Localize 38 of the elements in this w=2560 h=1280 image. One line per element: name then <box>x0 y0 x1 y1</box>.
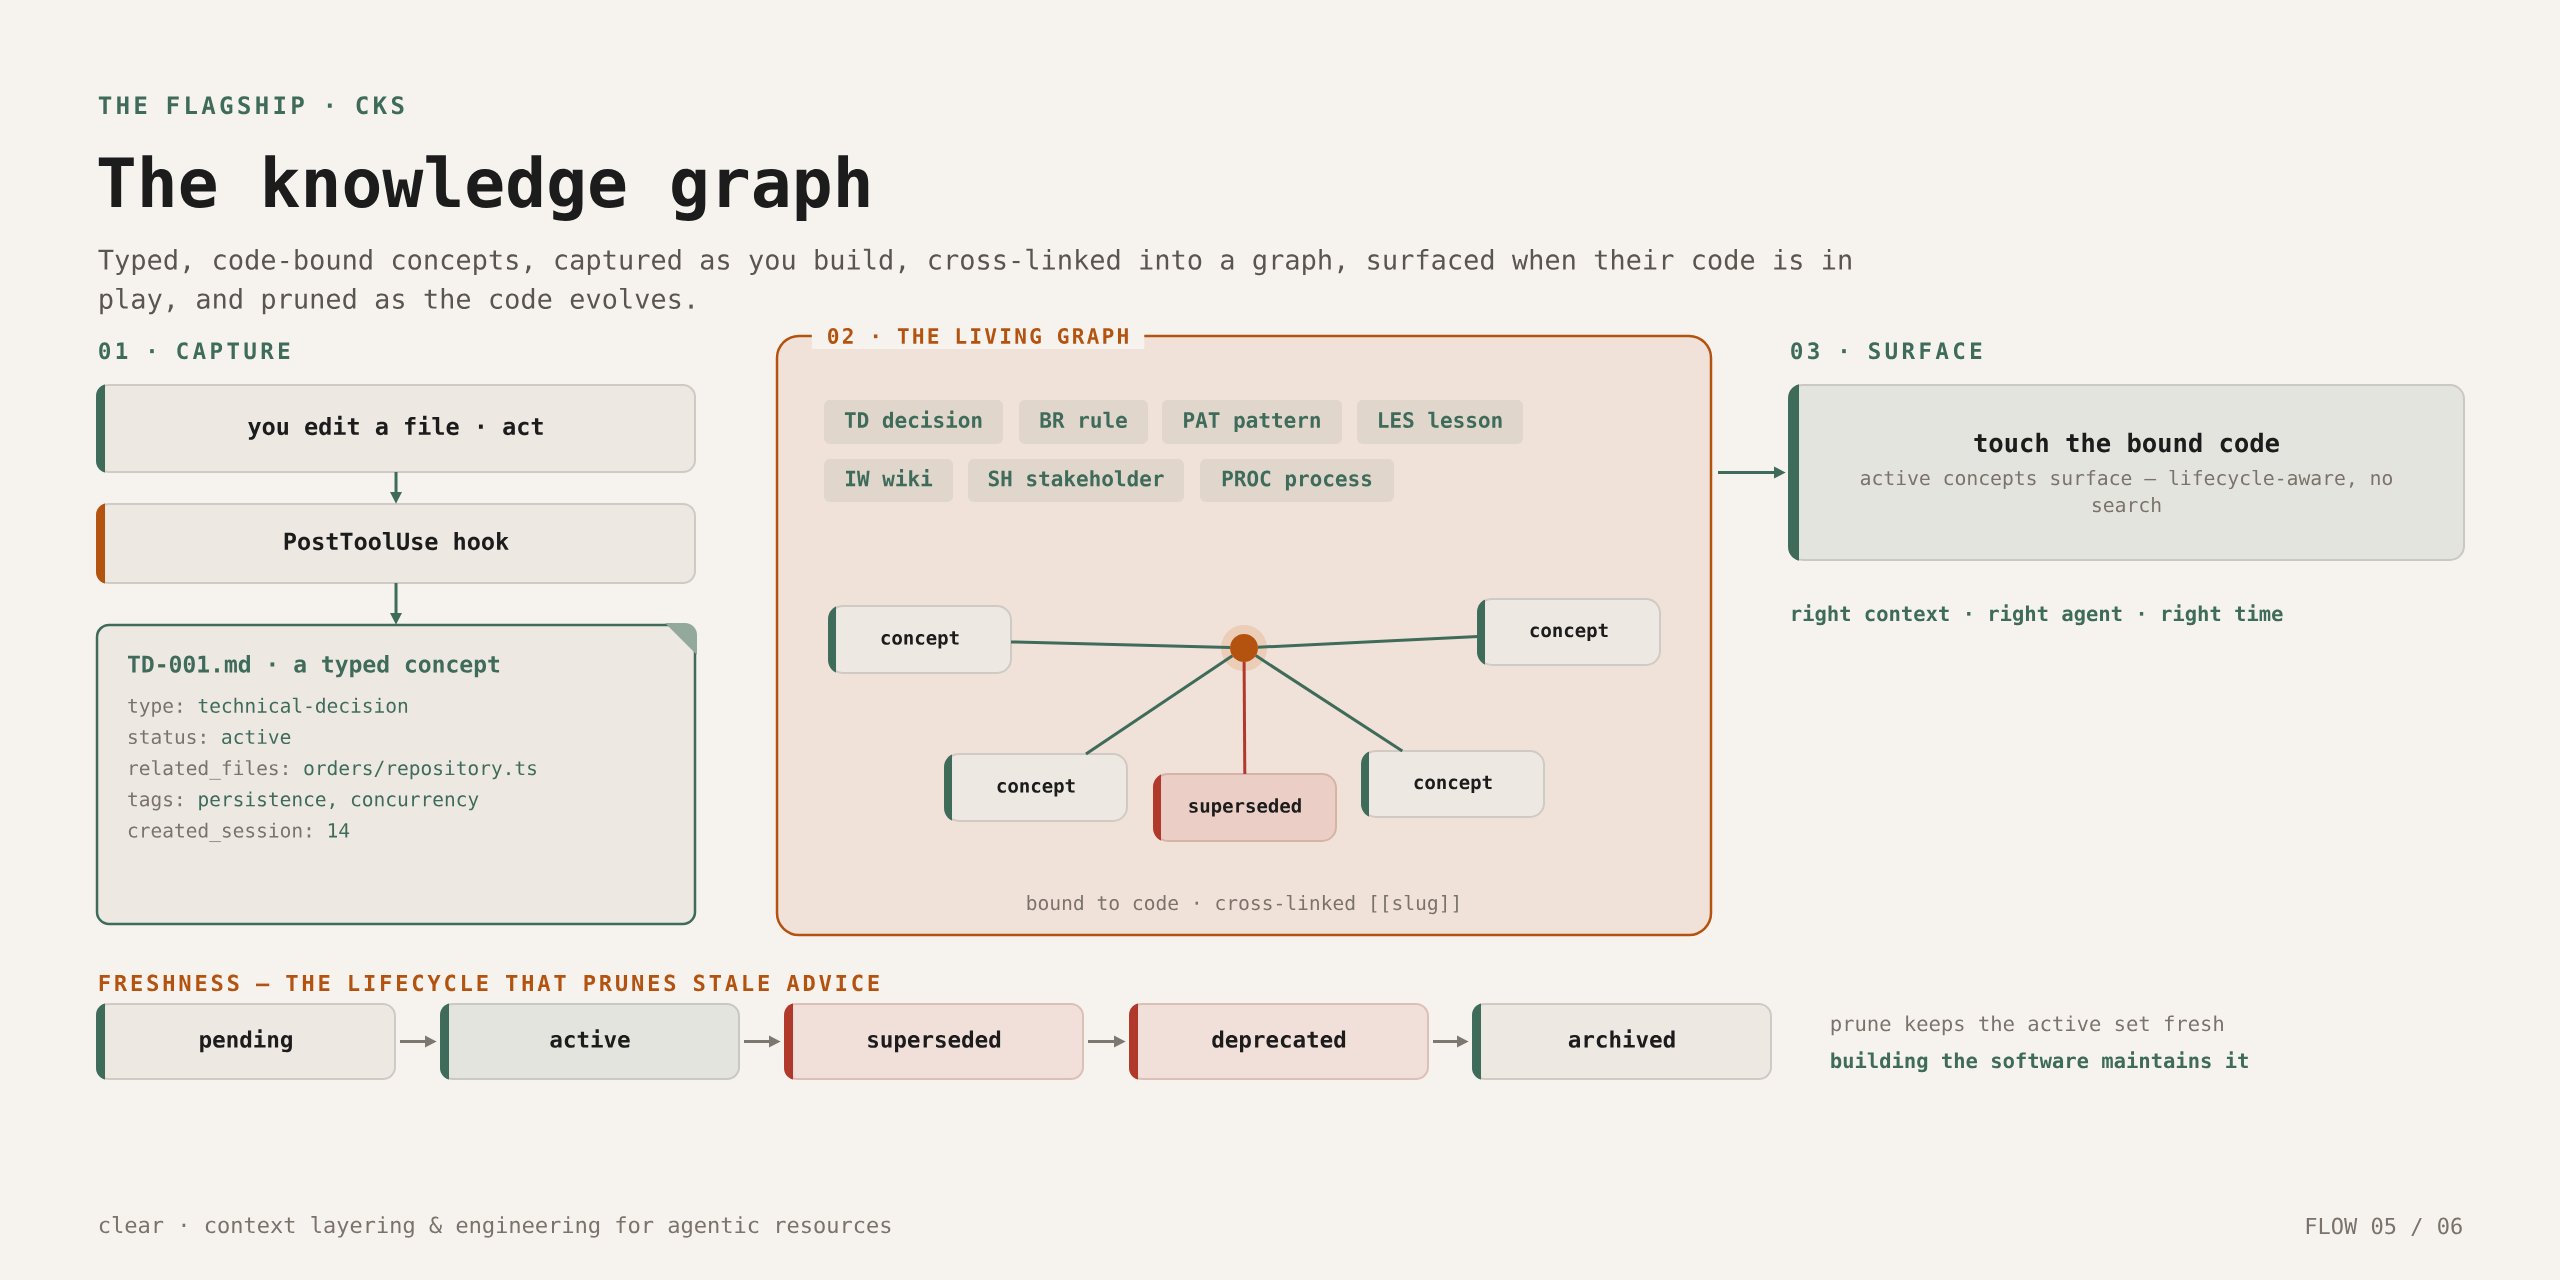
link-line <box>1242 662 1247 775</box>
note-text: building the software maintains it <box>1831 1051 2248 1073</box>
tag-chip: TD decision <box>824 400 1003 444</box>
tag-chip: BR rule <box>1019 400 1148 444</box>
concept-card: superseded <box>1153 773 1337 842</box>
state-box: deprecated <box>1129 1003 1429 1080</box>
step-box: PostToolUse hook <box>96 503 696 584</box>
tag-chip: SH stakeholder <box>968 459 1184 502</box>
concept-card: concept <box>1361 750 1545 818</box>
link-line <box>1010 640 1231 650</box>
subtitle-text: Typed, code-bound concepts, captured as you build, cross-linked into a graph, surfaced when their code is in play, and pruned as the code evolves. <box>98 248 1851 315</box>
state-box: pending <box>96 1003 396 1080</box>
hub-dot <box>1221 625 1267 671</box>
concept-card: concept <box>944 753 1128 822</box>
step-box: you edit a file · act <box>96 384 696 473</box>
tagline-text: right context · right agent · right time <box>1792 604 2283 626</box>
footer-text: clear · context layering & engineering for agentic resources <box>99 1216 891 1238</box>
result-box: touch the bound code active concepts surface — lifecycle-aware, no search <box>1788 384 2465 561</box>
concept-card: concept <box>1477 598 1661 666</box>
tag-chip: PAT pattern <box>1162 400 1342 444</box>
concept-card: concept <box>828 605 1012 674</box>
link-line <box>1257 635 1479 649</box>
section-heading: FRESHNESS — THE LIFECYCLE THAT PRUNES STALE ADVICE <box>99 974 879 992</box>
page-title: The knowledge graph <box>98 155 869 222</box>
state-box: active <box>440 1003 740 1080</box>
note-text: prune keeps the active set fresh <box>1831 1015 2223 1036</box>
section-heading: 03 · SURFACE <box>1791 342 1982 360</box>
link-line <box>1085 654 1234 756</box>
state-box: superseded <box>784 1003 1084 1080</box>
page-number: FLOW 05 / 06 <box>2306 1217 2462 1237</box>
section-heading: 01 · CAPTURE <box>99 342 290 360</box>
tag-chip: IW wiki <box>824 459 953 502</box>
link-line <box>1254 654 1404 753</box>
kicker-text: THE FLAGSHIP · CKS <box>98 96 404 115</box>
tag-chip: PROC process <box>1200 459 1394 502</box>
state-box: archived <box>1472 1003 1772 1080</box>
tag-chip: LES lesson <box>1357 400 1523 444</box>
document-card: TD-001.md · a typed concept type: technical-decision status: active related_files: orders/repository.ts tags: persistence, concurrency created_session: 14 <box>95 623 697 926</box>
